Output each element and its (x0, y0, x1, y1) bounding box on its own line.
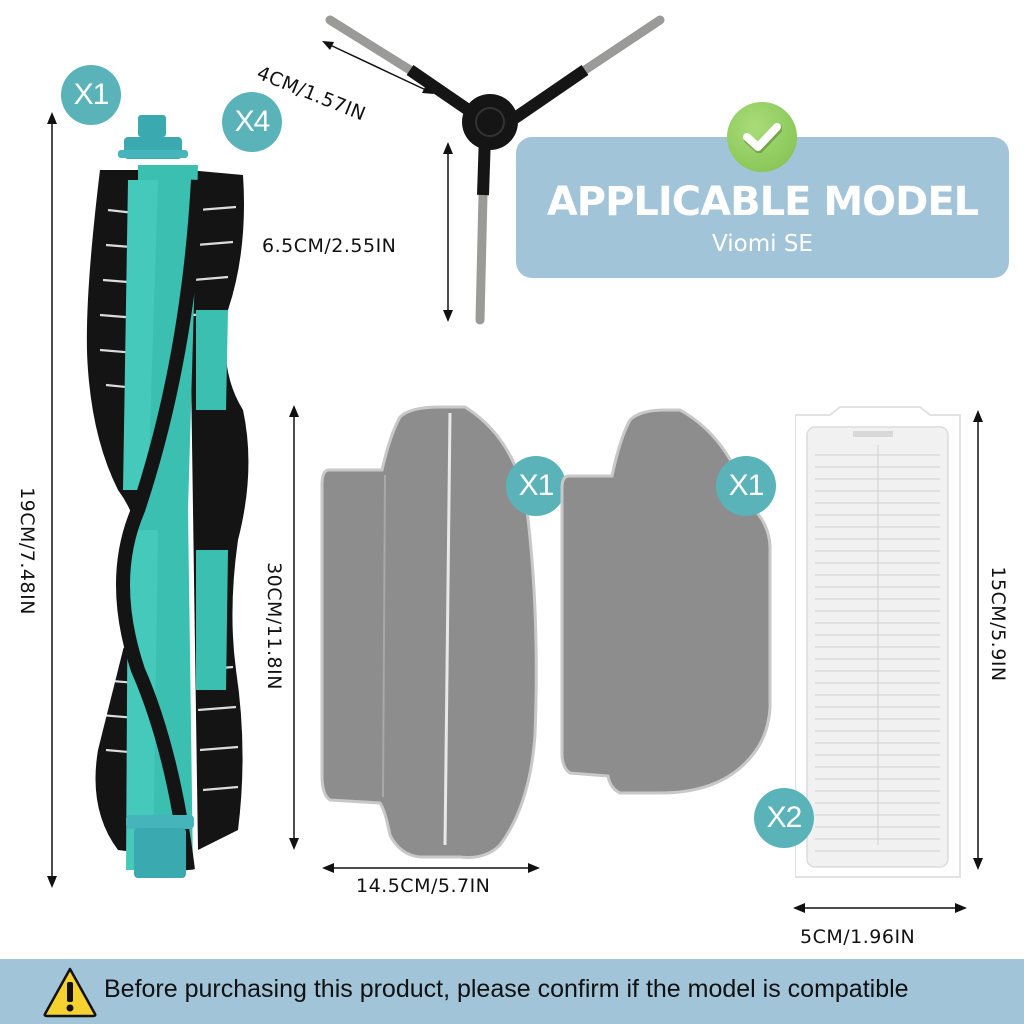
quantity-badge-mop-2: X1 (716, 456, 776, 516)
roller-length-label: 19CM/7.48IN (16, 487, 38, 615)
warning-text: Before purchasing this product, please c… (104, 975, 909, 1003)
mop-pad-2-image (560, 408, 772, 795)
filter-width-label: 5CM/1.96IN (800, 926, 916, 948)
mop-pad-1-image (320, 405, 538, 859)
quantity-badge-mop-1: X1 (506, 456, 566, 516)
check-icon (727, 102, 797, 172)
quantity-badge-roller: X1 (61, 65, 121, 125)
warning-banner (0, 959, 1024, 1024)
roller-brush-image (86, 115, 249, 878)
side-brush-height-label: 6.5CM/2.55IN (262, 235, 397, 257)
quantity-badge-filter: X2 (754, 788, 814, 848)
warning-icon (43, 967, 97, 1018)
mop-width-arrow (322, 863, 540, 873)
model-card-title: APPLICABLE MODEL (546, 179, 979, 225)
side-brush-image (322, 15, 665, 325)
hepa-filter-image (795, 406, 961, 878)
model-name: Viomi SE (712, 231, 813, 257)
filter-width-arrow (793, 903, 967, 913)
mop-width-label: 14.5CM/5.7IN (356, 875, 491, 897)
quantity-badge-side-brush: X4 (222, 92, 282, 152)
filter-height-label: 15CM/5.9IN (987, 566, 1009, 682)
roller-length-arrow (47, 112, 57, 888)
filter-height-arrow (973, 410, 983, 870)
mop-height-arrow (289, 405, 299, 850)
mop-height-label: 30CM/11.8IN (263, 562, 285, 690)
